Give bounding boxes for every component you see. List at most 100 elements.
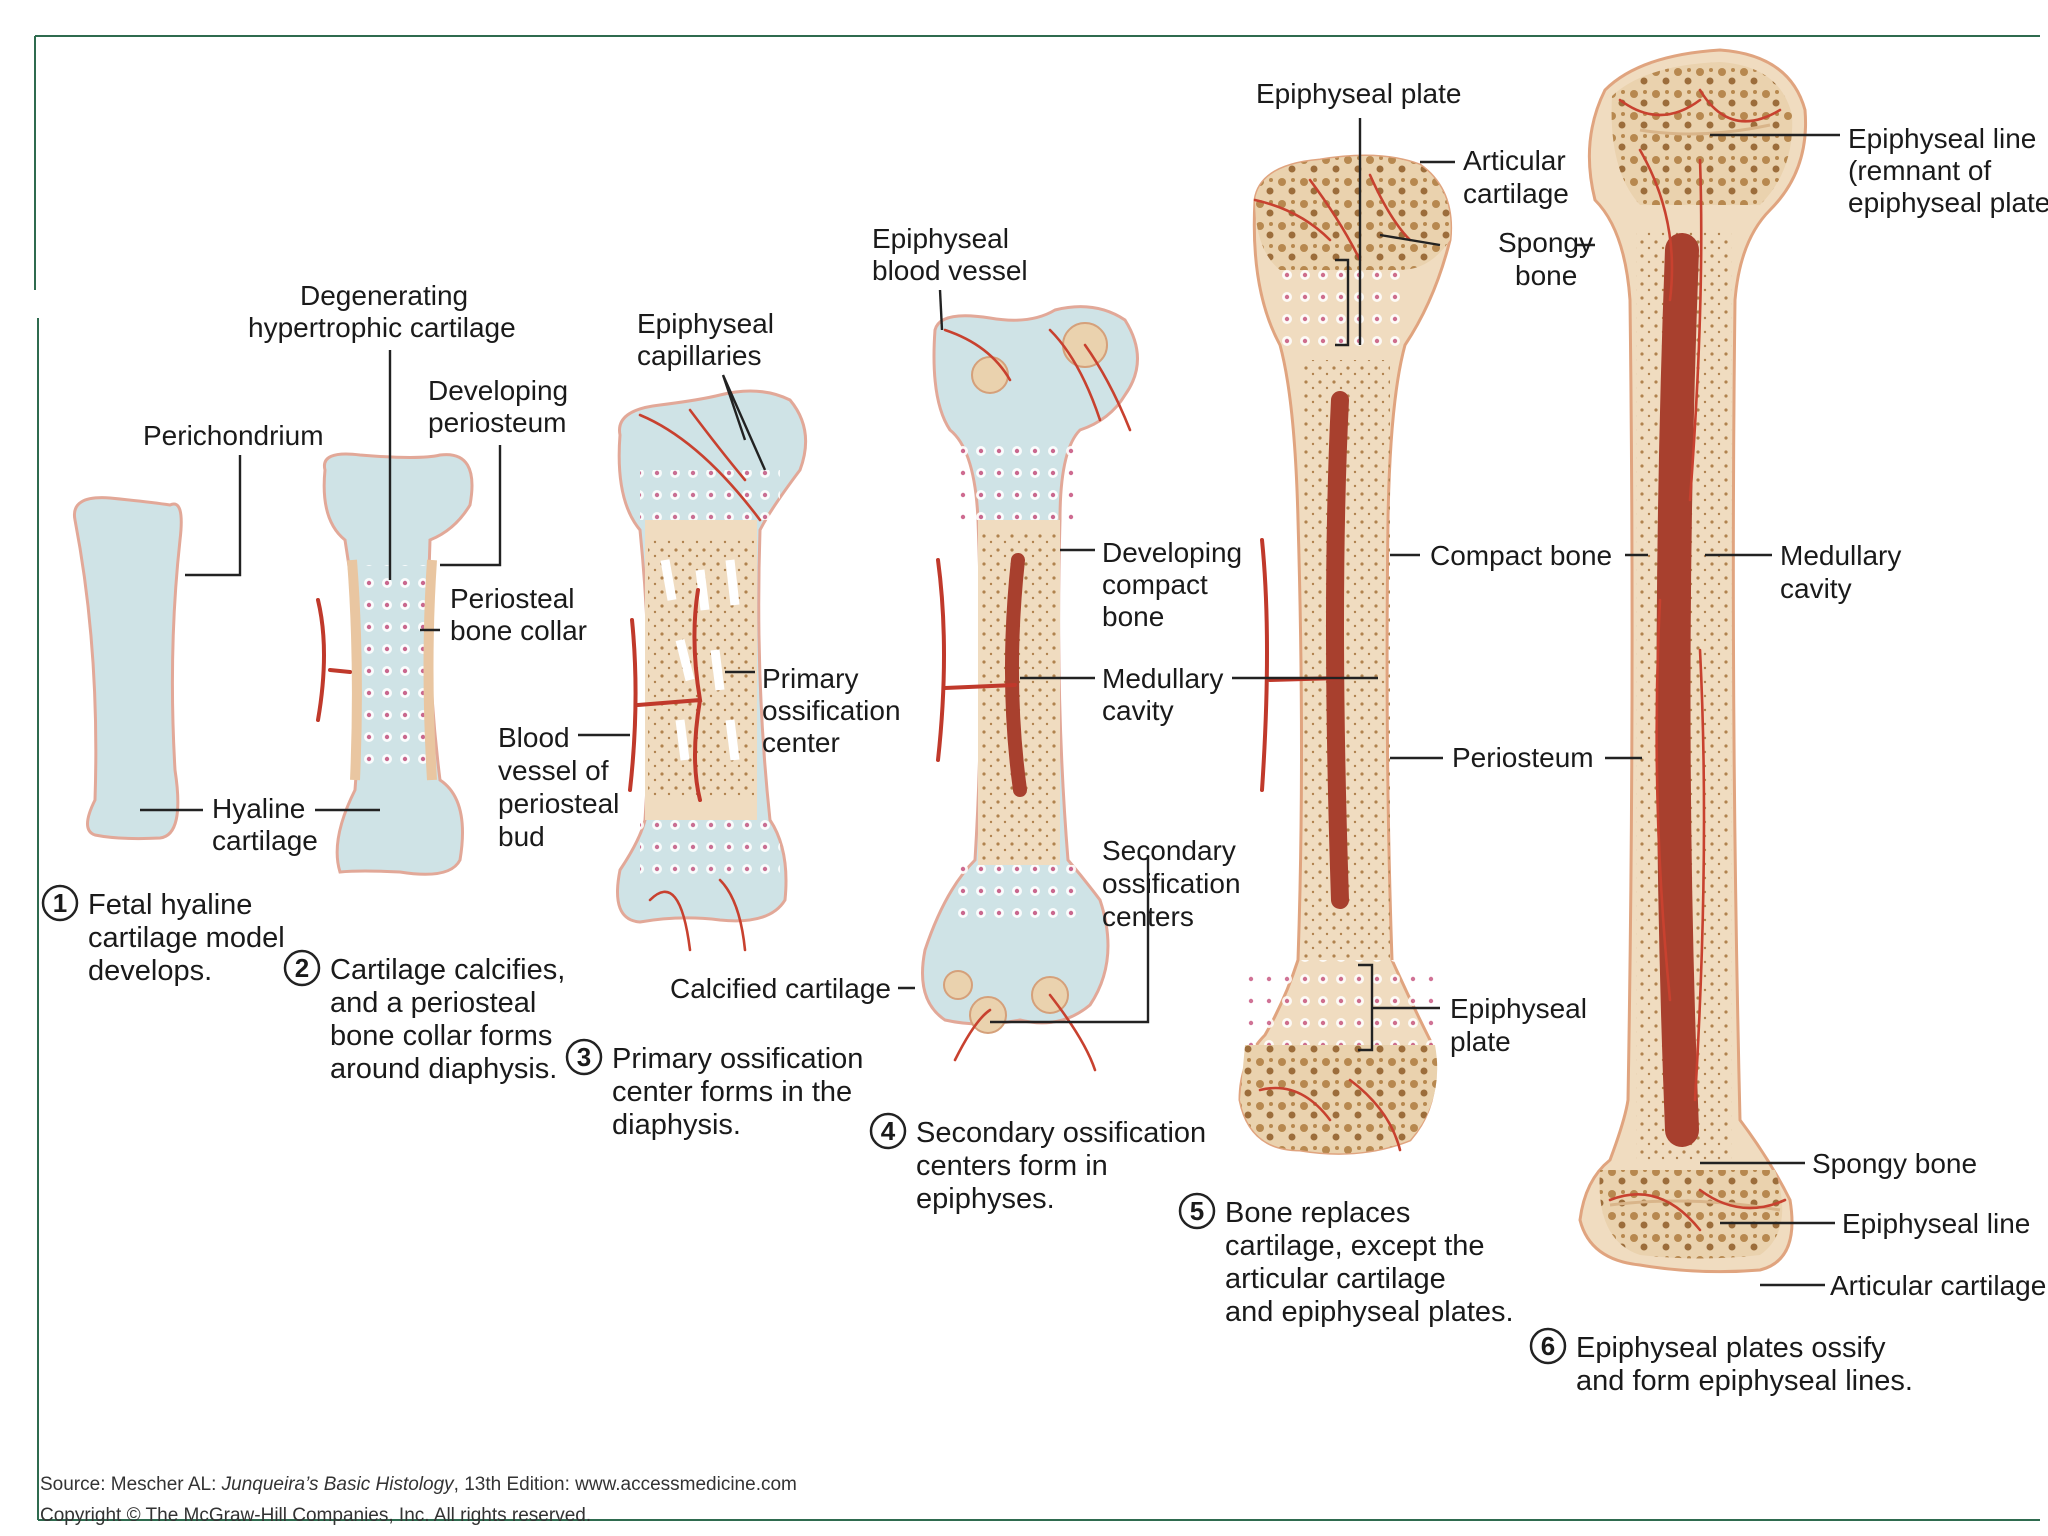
structure-labels: Perichondrium Hyaline cartilage Degenera… [143, 78, 2048, 1301]
label-degenerating-2: hypertrophic cartilage [248, 312, 516, 343]
blood-vessel-stage-2 [316, 598, 352, 722]
label-epiphyseal-line-6-3: epiphyseal plate) [1848, 187, 2048, 218]
source-line: Source: Mescher AL: Junqueira’s Basic Hi… [40, 1474, 797, 1495]
label-articular-cartilage-6: Articular cartilage [1830, 1270, 2046, 1301]
step-4-number: 4 [881, 1116, 896, 1146]
step-2-line-3: bone collar forms [330, 1020, 552, 1052]
label-epiphyseal-line-6b: Epiphyseal line [1842, 1208, 2030, 1239]
label-epiphyseal-capillaries-2: capillaries [637, 340, 762, 371]
step-captions: 1 Fetal hyaline cartilage model develops… [41, 884, 1913, 1397]
bone-stage-6 [1578, 48, 1808, 1274]
secondary-center-distal-b [969, 996, 1007, 1034]
label-secondary-ossification-2: ossification [1102, 868, 1241, 899]
step-6-number: 6 [1541, 1331, 1555, 1361]
distal-spongy-bone-6 [1599, 1170, 1783, 1259]
label-developing-periosteum-2: periosteum [428, 407, 567, 438]
bone-stage-5 [1238, 154, 1453, 1155]
proximal-chondrocyte-zone [640, 470, 780, 520]
label-blood-vessel-4: bud [498, 821, 545, 852]
label-spongy-bone-5-2: bone [1515, 260, 1577, 291]
medullary-cavity-stage-6 [1656, 233, 1699, 1147]
step-5-line-2: cartilage, except the [1225, 1230, 1485, 1262]
label-spongy-bone-6: Spongy bone [1812, 1148, 1977, 1179]
nutrient-vessel-stage-4 [936, 558, 1017, 762]
hyaline-cartilage-model [72, 496, 183, 841]
hypertrophic-chondrocytes [355, 565, 430, 770]
label-epiphyseal-plate-5-2: plate [1450, 1026, 1511, 1057]
distal-chondrocyte-zone [640, 820, 780, 875]
label-hyaline-1: Hyaline [212, 793, 305, 824]
proximal-growth-zone-4 [955, 435, 1075, 520]
step-5-line-4: and epiphyseal plates. [1225, 1296, 1514, 1328]
label-calcified-cartilage: Calcified cartilage [670, 973, 891, 1004]
label-primary-ossification-1: Primary [762, 663, 858, 694]
label-epiphyseal-plate-5-1: Epiphyseal [1450, 993, 1587, 1024]
label-epiphyseal-line-6-1: Epiphyseal line [1848, 123, 2036, 154]
bone-stage-4 [921, 305, 1139, 1072]
label-medullary-cavity-6-1: Medullary [1780, 540, 1901, 571]
periosteal-bud-vessel [628, 588, 703, 802]
label-medullary-cavity-4-1: Medullary [1102, 663, 1223, 694]
bone-stage-3 [616, 389, 808, 952]
label-developing-compact-3: bone [1102, 601, 1164, 632]
step-4-line-3: epiphyses. [916, 1183, 1055, 1215]
step-1-number: 1 [53, 888, 67, 918]
label-medullary-cavity-4-2: cavity [1102, 695, 1174, 726]
step-1: 1 Fetal hyaline cartilage model develops… [41, 884, 285, 987]
epiphyseal-vessels-stage-4 [943, 328, 1132, 1072]
step-3: 3 Primary ossification center forms in t… [565, 1038, 863, 1141]
label-compact-bone: Compact bone [1430, 540, 1612, 571]
step-4: 4 Secondary ossification centers form in… [869, 1112, 1206, 1215]
label-epiphyseal-blood-vessel-1: Epiphyseal [872, 223, 1009, 254]
label-blood-vessel-1: Blood [498, 722, 570, 753]
label-spongy-bone-5-1: Spongy [1498, 227, 1593, 258]
bone-stage-1 [72, 496, 183, 841]
label-epiphyseal-capillaries-1: Epiphyseal [637, 308, 774, 339]
step-3-number: 3 [577, 1042, 591, 1072]
periosteal-bone-collar-left [347, 559, 362, 781]
step-5-line-1: Bone replaces [1225, 1197, 1410, 1229]
medullary-cavity-stage-5 [1326, 391, 1349, 909]
step-2-line-2: and a periosteal [330, 987, 536, 1019]
vessels-stage-6 [1608, 88, 1787, 1232]
distal-growth-zone-4 [955, 865, 1080, 930]
label-primary-ossification-2: ossification [762, 695, 901, 726]
label-blood-vessel-2: vessel of [498, 755, 609, 786]
source-credit: Source: Mescher AL: Junqueira’s Basic Hi… [40, 1474, 797, 1526]
proximal-spongy-bone-5 [1255, 156, 1451, 270]
label-perichondrium: Perichondrium [143, 420, 324, 451]
source-book-title: Junqueira’s Basic Histology [221, 1474, 455, 1495]
step-5-line-3: articular cartilage [1225, 1263, 1446, 1295]
distal-epiphyseal-plate-5 [1248, 960, 1438, 1045]
secondary-center-proximal-a [971, 356, 1009, 394]
label-periosteal-collar-1: Periosteal [450, 583, 575, 614]
step-6: 6 Epiphyseal plates ossify and form epip… [1529, 1327, 1913, 1397]
step-2-number: 2 [295, 953, 309, 983]
step-3-line-3: diaphysis. [612, 1109, 741, 1141]
step-3-line-1: Primary ossification [612, 1043, 863, 1075]
step-2-line-4: around diaphysis. [330, 1053, 557, 1085]
label-blood-vessel-3: periosteal [498, 788, 619, 819]
step-4-line-2: centers form in [916, 1150, 1108, 1182]
medullary-cavity-stage-4 [1004, 553, 1027, 797]
step-1-line-2: cartilage model [88, 922, 285, 954]
step-1-line-3: develops. [88, 955, 212, 987]
label-epiphyseal-plate-top: Epiphyseal plate [1256, 78, 1461, 109]
label-medullary-cavity-6-2: cavity [1780, 573, 1852, 604]
proximal-epiphyseal-plate-5 [1275, 270, 1400, 350]
label-secondary-ossification-3: centers [1102, 901, 1194, 932]
step-4-line-1: Secondary ossification [916, 1117, 1206, 1149]
label-developing-compact-1: Developing [1102, 537, 1242, 568]
distal-spongy-bone-5 [1240, 1045, 1438, 1154]
label-degenerating-1: Degenerating [300, 280, 468, 311]
label-epiphyseal-blood-vessel-2: blood vessel [872, 255, 1028, 286]
copyright-line: Copyright © The McGraw-Hill Companies, I… [40, 1505, 591, 1526]
epiphyseal-vessels-stage-5 [1253, 173, 1412, 1152]
label-periosteal-collar-2: bone collar [450, 615, 587, 646]
primary-ossification-spaces [660, 559, 740, 761]
label-primary-ossification-3: center [762, 727, 840, 758]
label-periosteum: Periosteum [1452, 742, 1594, 773]
step-6-line-1: Epiphyseal plates ossify [1576, 1332, 1886, 1364]
